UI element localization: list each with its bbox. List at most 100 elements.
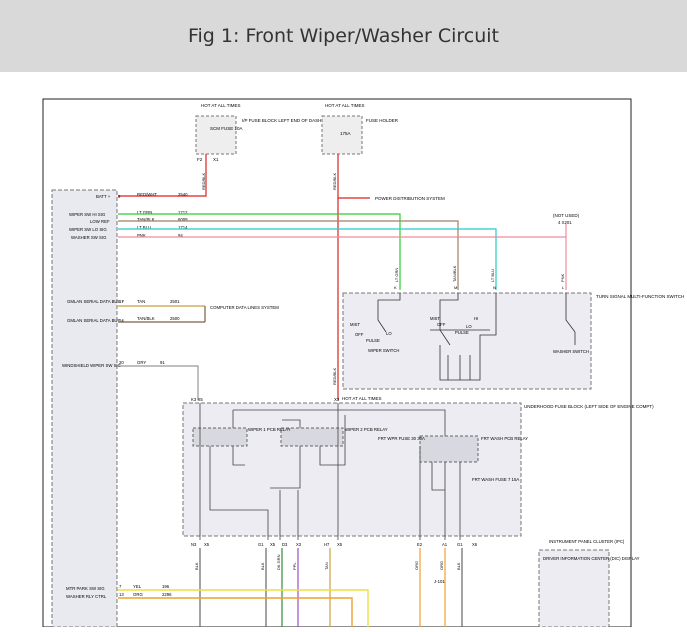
wiper-relay-sig-color: GRY [137, 360, 146, 365]
relay1-label: WIPER 1 PCB RELAY [248, 427, 291, 432]
wire-color-washer: PNK [137, 233, 146, 238]
pin-x3-hot: X3 [334, 397, 340, 402]
pin-num-batt: 9 [118, 194, 121, 199]
wire-low-ref [118, 220, 459, 290]
bottom-pin-9: E2 [417, 542, 423, 547]
underhood-label: UNDERHOOD FUSE BLOCK (LEFT SIDE OF ENGIN… [524, 404, 654, 409]
switch-wire-labels: LT GRN TAN/BLK LT BLU PNK K M N L [394, 265, 565, 290]
instrument-cluster-box [538, 549, 610, 628]
washer-relay-box [419, 435, 479, 463]
bottom-wire-label-5: TAN [324, 562, 329, 570]
relay1-box [192, 427, 248, 447]
figure-title: Fig 1: Front Wiper/Washer Circuit [187, 25, 499, 47]
bottom-pin-4: X5 [270, 542, 276, 547]
bottom-wire-label-1: BLK [194, 562, 199, 570]
circuit-hi: 1712 [178, 210, 188, 215]
wire-color-lowref: TAN/BLK [137, 217, 155, 222]
bottom-pin-7: H7 [324, 542, 330, 547]
label-pulse-2: PULSE [455, 330, 469, 335]
washer-ctrl-pin: 13 [119, 592, 124, 597]
underhood-fuse-block [182, 402, 522, 537]
switch-wire-label-3: LT BLU [490, 269, 495, 282]
wire-label-redblk-1: RED/BLK [201, 173, 206, 190]
switch-wire-label-4: PNK [560, 273, 565, 282]
pin-label-batt: BATT + [96, 194, 111, 199]
wire-label-redblk-2: RED/BLK [332, 173, 337, 190]
label-lo-1: LO [386, 331, 392, 336]
washer-ctrl-color: ORG [133, 592, 143, 597]
switch-pin-k: K [394, 285, 397, 290]
wiper-switch-label: WIPER SWITCH [368, 348, 399, 353]
washer-ctrl-circuit: 2296 [162, 592, 172, 597]
scm-fuse-box [195, 115, 237, 155]
switch-pin-l: L [562, 285, 565, 290]
splice-j101: J-101 [434, 579, 445, 584]
bottom-pin-11: G1 [457, 542, 463, 547]
bottom-wire-label-2: BLK [260, 562, 265, 570]
pin-f2: F2 [197, 157, 203, 162]
bottom-wire-label-6: ORG [414, 561, 419, 570]
wiper-relay-sig-circuit: 91 [160, 360, 165, 365]
scm-fuse: HOT AT ALL TIMES SCM FUSE 10A I/P FUSE B… [195, 103, 321, 162]
fuse-holder-label: FUSE HOLDER [366, 118, 399, 123]
wiring-diagram-svg: HOT AT ALL TIMES SCM FUSE 10A I/P FUSE B… [42, 98, 684, 628]
wire-batt [118, 154, 207, 197]
bottom-wire-label-8: BLK [456, 562, 461, 570]
wire-color-batt: RED/WHT [137, 192, 157, 197]
wiring-diagram: HOT AT ALL TIMES SCM FUSE 10A I/P FUSE B… [0, 72, 687, 628]
wire-color-hi: LT GRN [137, 210, 152, 215]
wire-label-redblk-3: RED/BLK [332, 368, 337, 385]
relay2-box [280, 427, 344, 447]
bottom-module-pins: MTR PARK SW SIG 7 YEL 196 WASHER RLY CTR… [66, 584, 172, 599]
bottom-pin-1: N3 [191, 542, 197, 547]
wire-color-lo: LT BLU [137, 225, 151, 230]
wiper-switch-schematic [377, 293, 576, 381]
pin-label-washer: WASHER SW SIG [71, 235, 107, 240]
hot-at-all-times-label: HOT AT ALL TIMES [342, 396, 382, 401]
label-mist-2: MIST [430, 316, 440, 321]
dic-display-label: DRIVER INFORMATION CENTER (DIC) DISPLAY [543, 556, 640, 561]
wire-hi-sig [118, 213, 401, 290]
body-control-module [51, 189, 118, 628]
label-pulse-1: PULSE [366, 338, 380, 343]
washer-fuse-label: FRT WASH FUSE 7 15A [472, 477, 519, 482]
turn-switch-label: TURN SIGNAL MULTI-FUNCTION SWITCH [596, 294, 684, 299]
bottom-pin-12: X6 [472, 542, 478, 547]
mtr-park-circuit: 196 [162, 584, 170, 589]
pin-label-lowref: LOW REF [90, 219, 110, 224]
serial-minus-circuit: 2500 [170, 316, 180, 321]
switch-pin-n: N [493, 285, 496, 290]
serial-minus-label: GMLAN SERIAL DATA BUS - [67, 318, 124, 323]
bottom-wires [199, 548, 463, 627]
washer-switch-label: WASHER SWITCH [553, 349, 589, 354]
washer-relay-label: FRT WASH PCB RELAY [481, 436, 528, 441]
scm-fuse-location: I/P FUSE BLOCK LEFT END OF DASH [242, 118, 321, 123]
bottom-wire-labels: BLK BLK DK GRN PPL TAN ORG ORG BLK [194, 554, 461, 570]
wire-lo-sig [118, 228, 497, 290]
circuit-lowref: 6009 [178, 217, 188, 222]
label-hi: HI [474, 316, 478, 321]
power-dist-label: POWER DISTRIBUTION SYSTEM [375, 196, 445, 201]
serial-plus-circuit: 2501 [170, 299, 180, 304]
fuse-holder-rating: 175A [340, 131, 351, 136]
hot-bus [233, 409, 446, 436]
bottom-pin-2: X5 [204, 542, 210, 547]
wire-power-dist [337, 154, 370, 199]
bottom-pin-3: G1 [258, 542, 264, 547]
bottom-pin-5: D3 [282, 542, 288, 547]
fuse-holder: HOT AT ALL TIMES FUSE HOLDER 175A [321, 103, 399, 155]
pin-k3x5: K3 X5 [191, 397, 203, 402]
relay2-label: WIPER 2 PCB RELAY [345, 427, 388, 432]
pin-label-hi: WIPER SW HI SIG [69, 212, 106, 217]
switch-pin-m: M [454, 285, 457, 290]
not-used-label: (NOT USED) [553, 213, 580, 218]
bottom-pin-10: A1 [442, 542, 448, 547]
bottom-pin-8: X5 [337, 542, 343, 547]
label-off-1: OFF [355, 332, 364, 337]
pin-label-lo: WIPER SW LO SIG [69, 227, 107, 232]
serial-data: GMLAN SERIAL DATA BUS + 17 TAN 2501 GMLA… [67, 299, 279, 323]
scm-fuse-label: SCM FUSE 10A [210, 126, 243, 131]
fuse-wpr-label: FRT WPR FUSE 30 30A [378, 436, 425, 441]
label-off-2: OFF [437, 322, 446, 327]
serial-minus-pin: 14 [119, 318, 124, 323]
